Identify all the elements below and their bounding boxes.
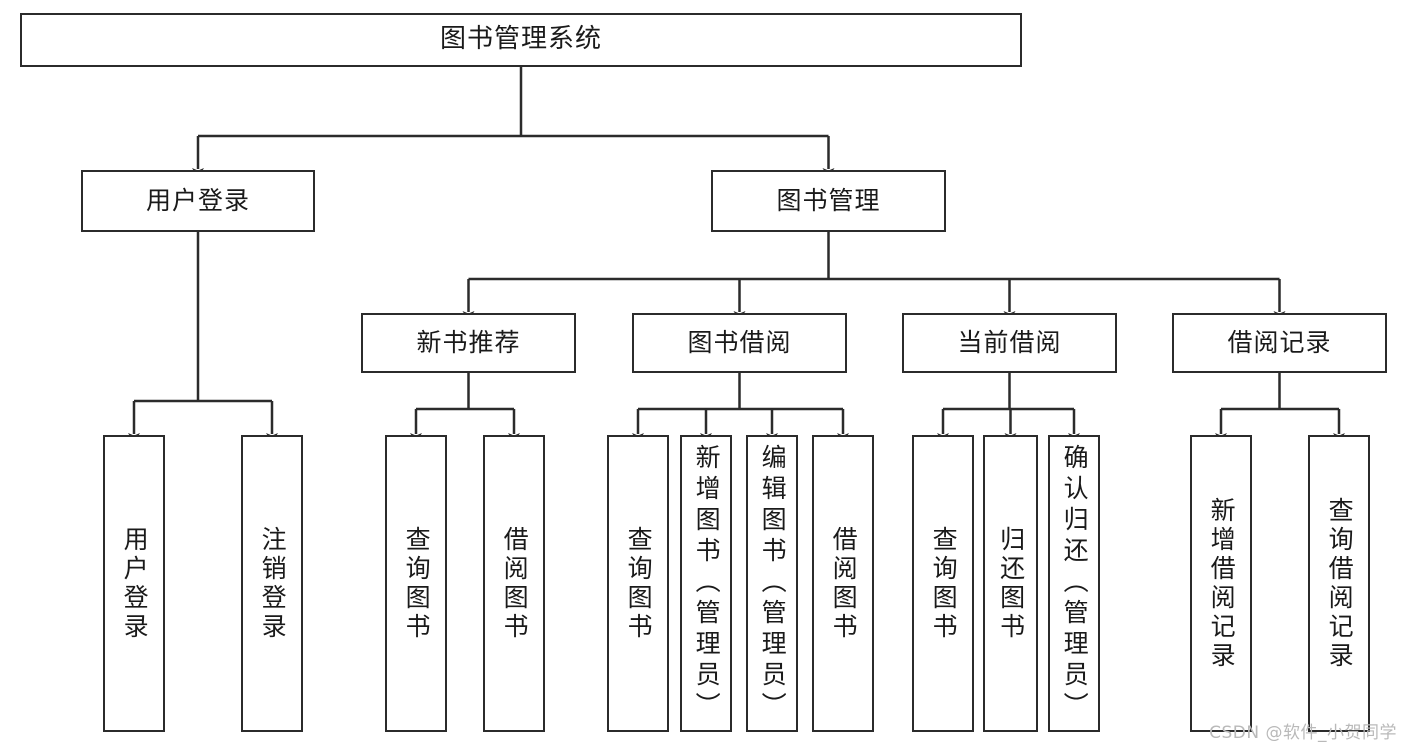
node-new-book-recommend[interactable]: 新书推荐 (361, 313, 576, 373)
leaf-record-query-borrow-record-label: 查询借阅记录 (1325, 496, 1355, 671)
leaf-record-add-borrow-record-label: 新增借阅记录 (1207, 496, 1237, 671)
leaf-borrow-add-book-admin[interactable]: 新增图书（管理员） (680, 435, 732, 732)
leaf-logout-label: 注销登录 (258, 525, 288, 642)
leaf-user-login-label: 用户登录 (120, 525, 150, 642)
node-root[interactable]: 图书管理系统 (20, 13, 1022, 67)
leaf-recommend-borrow-book-label: 借阅图书 (500, 525, 530, 642)
leaf-borrow-edit-book-admin[interactable]: 编辑图书（管理员） (746, 435, 798, 732)
leaf-logout[interactable]: 注销登录 (241, 435, 303, 732)
leaf-user-login[interactable]: 用户登录 (103, 435, 165, 732)
leaf-borrow-query-book[interactable]: 查询图书 (607, 435, 669, 732)
leaf-borrow-edit-book-admin-label: 编辑图书（管理员） (758, 444, 788, 723)
watermark: CSDN @软件_小贺同学 (1209, 723, 1397, 743)
node-user-login-label: 用户登录 (145, 186, 250, 215)
leaf-borrow-do-book[interactable]: 借阅图书 (812, 435, 874, 732)
leaf-borrow-add-book-admin-label: 新增图书（管理员） (692, 444, 722, 723)
node-user-login[interactable]: 用户登录 (81, 170, 315, 232)
node-borrow-record-label: 借阅记录 (1227, 328, 1332, 357)
node-borrow-record[interactable]: 借阅记录 (1172, 313, 1387, 373)
leaf-current-return-book-label: 归还图书 (996, 525, 1026, 642)
leaf-current-query-book[interactable]: 查询图书 (912, 435, 974, 732)
leaf-recommend-query-book-label: 查询图书 (402, 525, 432, 642)
node-new-book-recommend-label: 新书推荐 (416, 328, 521, 357)
leaf-record-add-borrow-record[interactable]: 新增借阅记录 (1190, 435, 1252, 732)
leaf-current-confirm-return-admin-label: 确认归还（管理员） (1060, 444, 1090, 723)
node-book-management[interactable]: 图书管理 (711, 170, 946, 232)
node-book-borrow-label: 图书借阅 (687, 328, 792, 357)
connector-lines (128, 67, 1345, 443)
node-current-borrow-label: 当前借阅 (957, 328, 1062, 357)
leaf-recommend-borrow-book[interactable]: 借阅图书 (483, 435, 545, 732)
node-root-label: 图书管理系统 (439, 24, 602, 55)
leaf-record-query-borrow-record[interactable]: 查询借阅记录 (1308, 435, 1370, 732)
leaf-current-confirm-return-admin[interactable]: 确认归还（管理员） (1048, 435, 1100, 732)
leaf-borrow-do-book-label: 借阅图书 (829, 525, 859, 642)
node-book-management-label: 图书管理 (776, 186, 881, 215)
leaf-current-query-book-label: 查询图书 (929, 525, 959, 642)
leaf-borrow-query-book-label: 查询图书 (624, 525, 654, 642)
node-current-borrow[interactable]: 当前借阅 (902, 313, 1117, 373)
node-book-borrow[interactable]: 图书借阅 (632, 313, 847, 373)
leaf-recommend-query-book[interactable]: 查询图书 (385, 435, 447, 732)
leaf-current-return-book[interactable]: 归还图书 (983, 435, 1038, 732)
